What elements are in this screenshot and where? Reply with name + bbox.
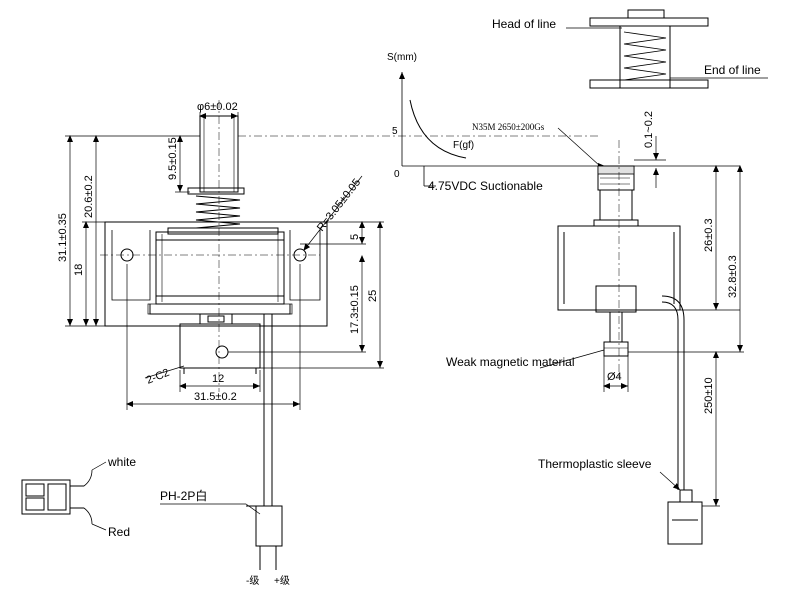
graph-y-tick: 5 (392, 126, 398, 137)
dim-5: 5 (349, 234, 361, 240)
dim-r-hole: R=3.05±0.05 (315, 177, 363, 234)
red-wire-label: Red (108, 525, 130, 539)
side-view (557, 165, 703, 545)
dim-17-3: 17.3±0.15 (349, 285, 361, 334)
spring-inset (566, 9, 768, 89)
dim-20-6: 20.6±0.2 (83, 175, 95, 218)
dim-18: 18 (73, 264, 85, 276)
graph-labels: S(mm) F(gf) 5 0 4.75VDC Suctionable (387, 52, 543, 193)
head-of-line-label: Head of line (492, 17, 556, 31)
thermoplastic-label: Thermoplastic sleeve (538, 457, 652, 471)
dim-31-1: 31.1±0.35 (57, 213, 69, 262)
suctionable-label: 4.75VDC Suctionable (428, 179, 543, 193)
connector-label: PH-2P白 (160, 488, 207, 503)
graph-y-axis-label: S(mm) (387, 52, 417, 63)
dim-31-5: 31.5±0.2 (194, 391, 237, 403)
material-spec-label: N35M 2650±200Gs (472, 122, 545, 132)
chamfer-label: 2-C2 (145, 367, 172, 387)
pos-pole-label: +级 (274, 575, 290, 587)
dim-0-1: 0.1~0.2 (643, 111, 655, 148)
side-dimensions (539, 127, 744, 507)
dim-pin: Ø4 (607, 371, 622, 383)
front-dimensions (65, 100, 600, 410)
dim-9-5: 9.5±0.15 (167, 137, 179, 180)
end-of-line-label: End of line (704, 63, 761, 77)
graph-origin: 0 (394, 169, 400, 180)
dim-26: 26±0.3 (703, 218, 715, 252)
side-labels: N35M 2650±200Gs 0.1~0.2 26±0.3 32.8±0.3 … (446, 111, 739, 471)
dim-250: 250±10 (703, 377, 715, 414)
plunger-dia-label: φ6±0.02 (197, 101, 238, 113)
graph-x-axis-label: F(gf) (453, 140, 474, 151)
white-wire-label: white (107, 455, 136, 469)
neg-pole-label: -级 (246, 575, 259, 587)
weak-magnetic-label: Weak magnetic material (446, 355, 575, 369)
dim-25: 25 (367, 290, 379, 302)
force-stroke-graph (399, 72, 605, 187)
dim-32-8: 32.8±0.3 (727, 255, 739, 298)
connector-inset (21, 461, 107, 531)
front-view (104, 115, 328, 570)
dim-12: 12 (212, 373, 224, 385)
